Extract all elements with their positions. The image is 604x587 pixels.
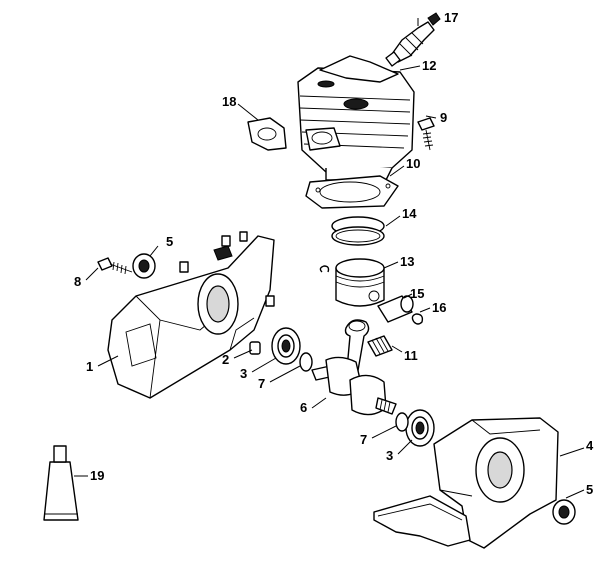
callout-3b: 3 [386,448,393,463]
oil-seal-top[interactable] [132,253,156,279]
callout-4: 4 [586,438,594,453]
callout-17: 17 [444,10,458,25]
dowel-pin[interactable] [249,341,261,355]
cylinder-gasket[interactable] [305,175,399,209]
callout-3a: 3 [240,366,247,381]
seal-left[interactable] [299,352,313,372]
leader-lines [74,18,585,499]
callout-6: 6 [300,400,307,415]
callout-18: 18 [222,94,236,109]
callout-5b: 5 [586,482,593,497]
callout-7b: 7 [360,432,367,447]
circlip-right[interactable] [411,313,424,325]
callout-12: 12 [422,58,436,73]
grease-tube[interactable] [43,445,79,521]
cylinder[interactable] [297,55,415,181]
callout-10: 10 [406,156,420,171]
crankcase-right[interactable] [373,417,559,549]
piston-rings[interactable] [331,216,385,246]
callout-13: 13 [400,254,414,269]
callout-labels: 1 2 3 3 4 5 5 6 7 7 8 9 10 11 12 13 14 1… [74,10,594,497]
callout-9: 9 [440,110,447,125]
callout-2: 2 [222,352,229,367]
spark-plug[interactable] [385,12,441,67]
callout-15: 15 [410,286,424,301]
seal-right[interactable] [395,412,409,432]
crankshaft[interactable] [311,319,397,416]
bearing-right[interactable] [405,409,435,447]
circlip-left[interactable] [319,265,330,273]
callout-1: 1 [86,359,93,374]
oil-seal-bottom[interactable] [552,499,576,525]
callout-19: 19 [90,468,104,483]
piston[interactable] [335,258,385,307]
callout-5a: 5 [166,234,173,249]
cylinder-screw[interactable] [417,117,435,151]
callout-16: 16 [432,300,446,315]
exhaust-gasket[interactable] [247,117,287,151]
crankcase-left[interactable] [107,231,275,399]
bearing-left[interactable] [271,327,301,365]
callout-11: 11 [404,348,418,363]
callout-14: 14 [402,206,417,221]
crankcase-screw[interactable] [97,257,133,275]
callout-8: 8 [74,274,81,289]
needle-cage[interactable] [367,335,393,357]
callout-7a: 7 [258,376,265,391]
